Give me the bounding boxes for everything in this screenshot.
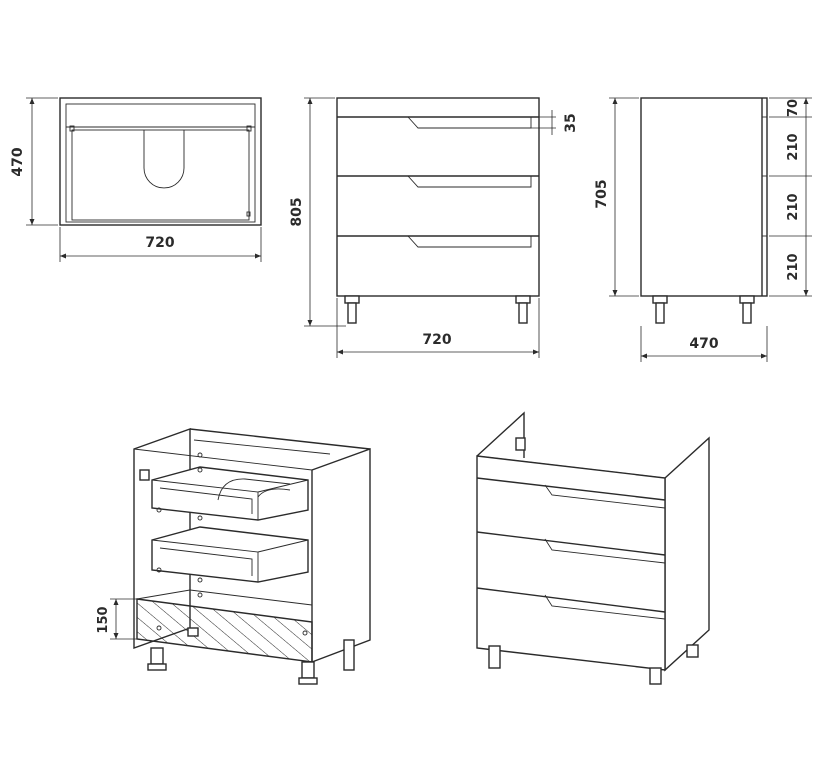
top-width-label: 720: [145, 235, 174, 251]
front-drawer-1: [337, 116, 539, 177]
front-cabinet-outline: [336, 97, 540, 297]
iso-back-top-edge: [189, 428, 371, 450]
iso2-front: [476, 455, 666, 671]
front-gap-label: 35: [563, 113, 579, 132]
top-bracket-right: [246, 125, 252, 132]
side-depth-dimension: 470: [640, 326, 768, 362]
iso2-handle-2: [544, 538, 666, 564]
iso-middle-drawer: [151, 526, 309, 583]
front-height-dimension: 805: [289, 97, 346, 327]
front-view: 35 805 720: [289, 97, 579, 358]
front-drawer-3: [407, 235, 532, 248]
side-depth-label: 470: [689, 336, 718, 352]
iso2-handle-3: [544, 594, 666, 620]
side-view: 705 70 210 210 210 470: [594, 97, 812, 362]
top-width-dimension: 720: [59, 227, 262, 262]
iso-wall-bracket: [139, 469, 150, 481]
iso2-left-top: [476, 411, 525, 458]
side-drawer-label-1: 210: [786, 133, 801, 160]
top-view: 720 470: [10, 97, 262, 262]
top-siphon-cutout: [143, 130, 185, 189]
top-depth-dimension: 470: [10, 97, 58, 226]
top-drawer-box: [71, 129, 250, 221]
iso-upper-drawer: [151, 466, 309, 521]
side-leg-front: [739, 295, 755, 324]
side-cabinet-outline: [640, 97, 768, 297]
front-drawer-2: [337, 175, 539, 237]
front-leg-left: [344, 295, 360, 324]
front-width-label: 720: [422, 332, 451, 348]
iso2-right-side: [664, 436, 710, 672]
front-leg-right: [515, 295, 531, 324]
iso-right-panel: [311, 448, 371, 664]
side-height-label: 705: [594, 179, 610, 208]
side-drawer-label-2: 210: [786, 193, 801, 220]
top-inner-outline: [65, 103, 256, 223]
iso2-legs: [488, 644, 699, 685]
side-drawer-label-3: 210: [786, 253, 801, 280]
top-depth-label: 470: [10, 147, 26, 176]
top-stop-right: [246, 211, 251, 217]
top-outer-outline: [59, 97, 262, 226]
front-gap-dimension: 35: [530, 110, 579, 135]
side-leg-back: [652, 295, 668, 324]
iso2-handle-1: [544, 484, 666, 509]
iso-bottom-dimension: 150: [96, 598, 137, 640]
front-height-label: 805: [289, 197, 305, 226]
side-top-label: 70: [786, 99, 801, 117]
iso-bottom-label: 150: [96, 606, 111, 633]
front-width-dimension: 720: [336, 298, 540, 358]
top-bracket-left: [69, 125, 75, 132]
side-section-dimensions: 70 210 210 210: [769, 97, 812, 297]
iso-legs: [147, 627, 355, 685]
iso-open-view: 150: [96, 428, 371, 685]
side-height-dimension: 705: [594, 97, 639, 297]
iso-assembled-view: [476, 411, 710, 685]
iso2-bracket: [515, 437, 526, 451]
